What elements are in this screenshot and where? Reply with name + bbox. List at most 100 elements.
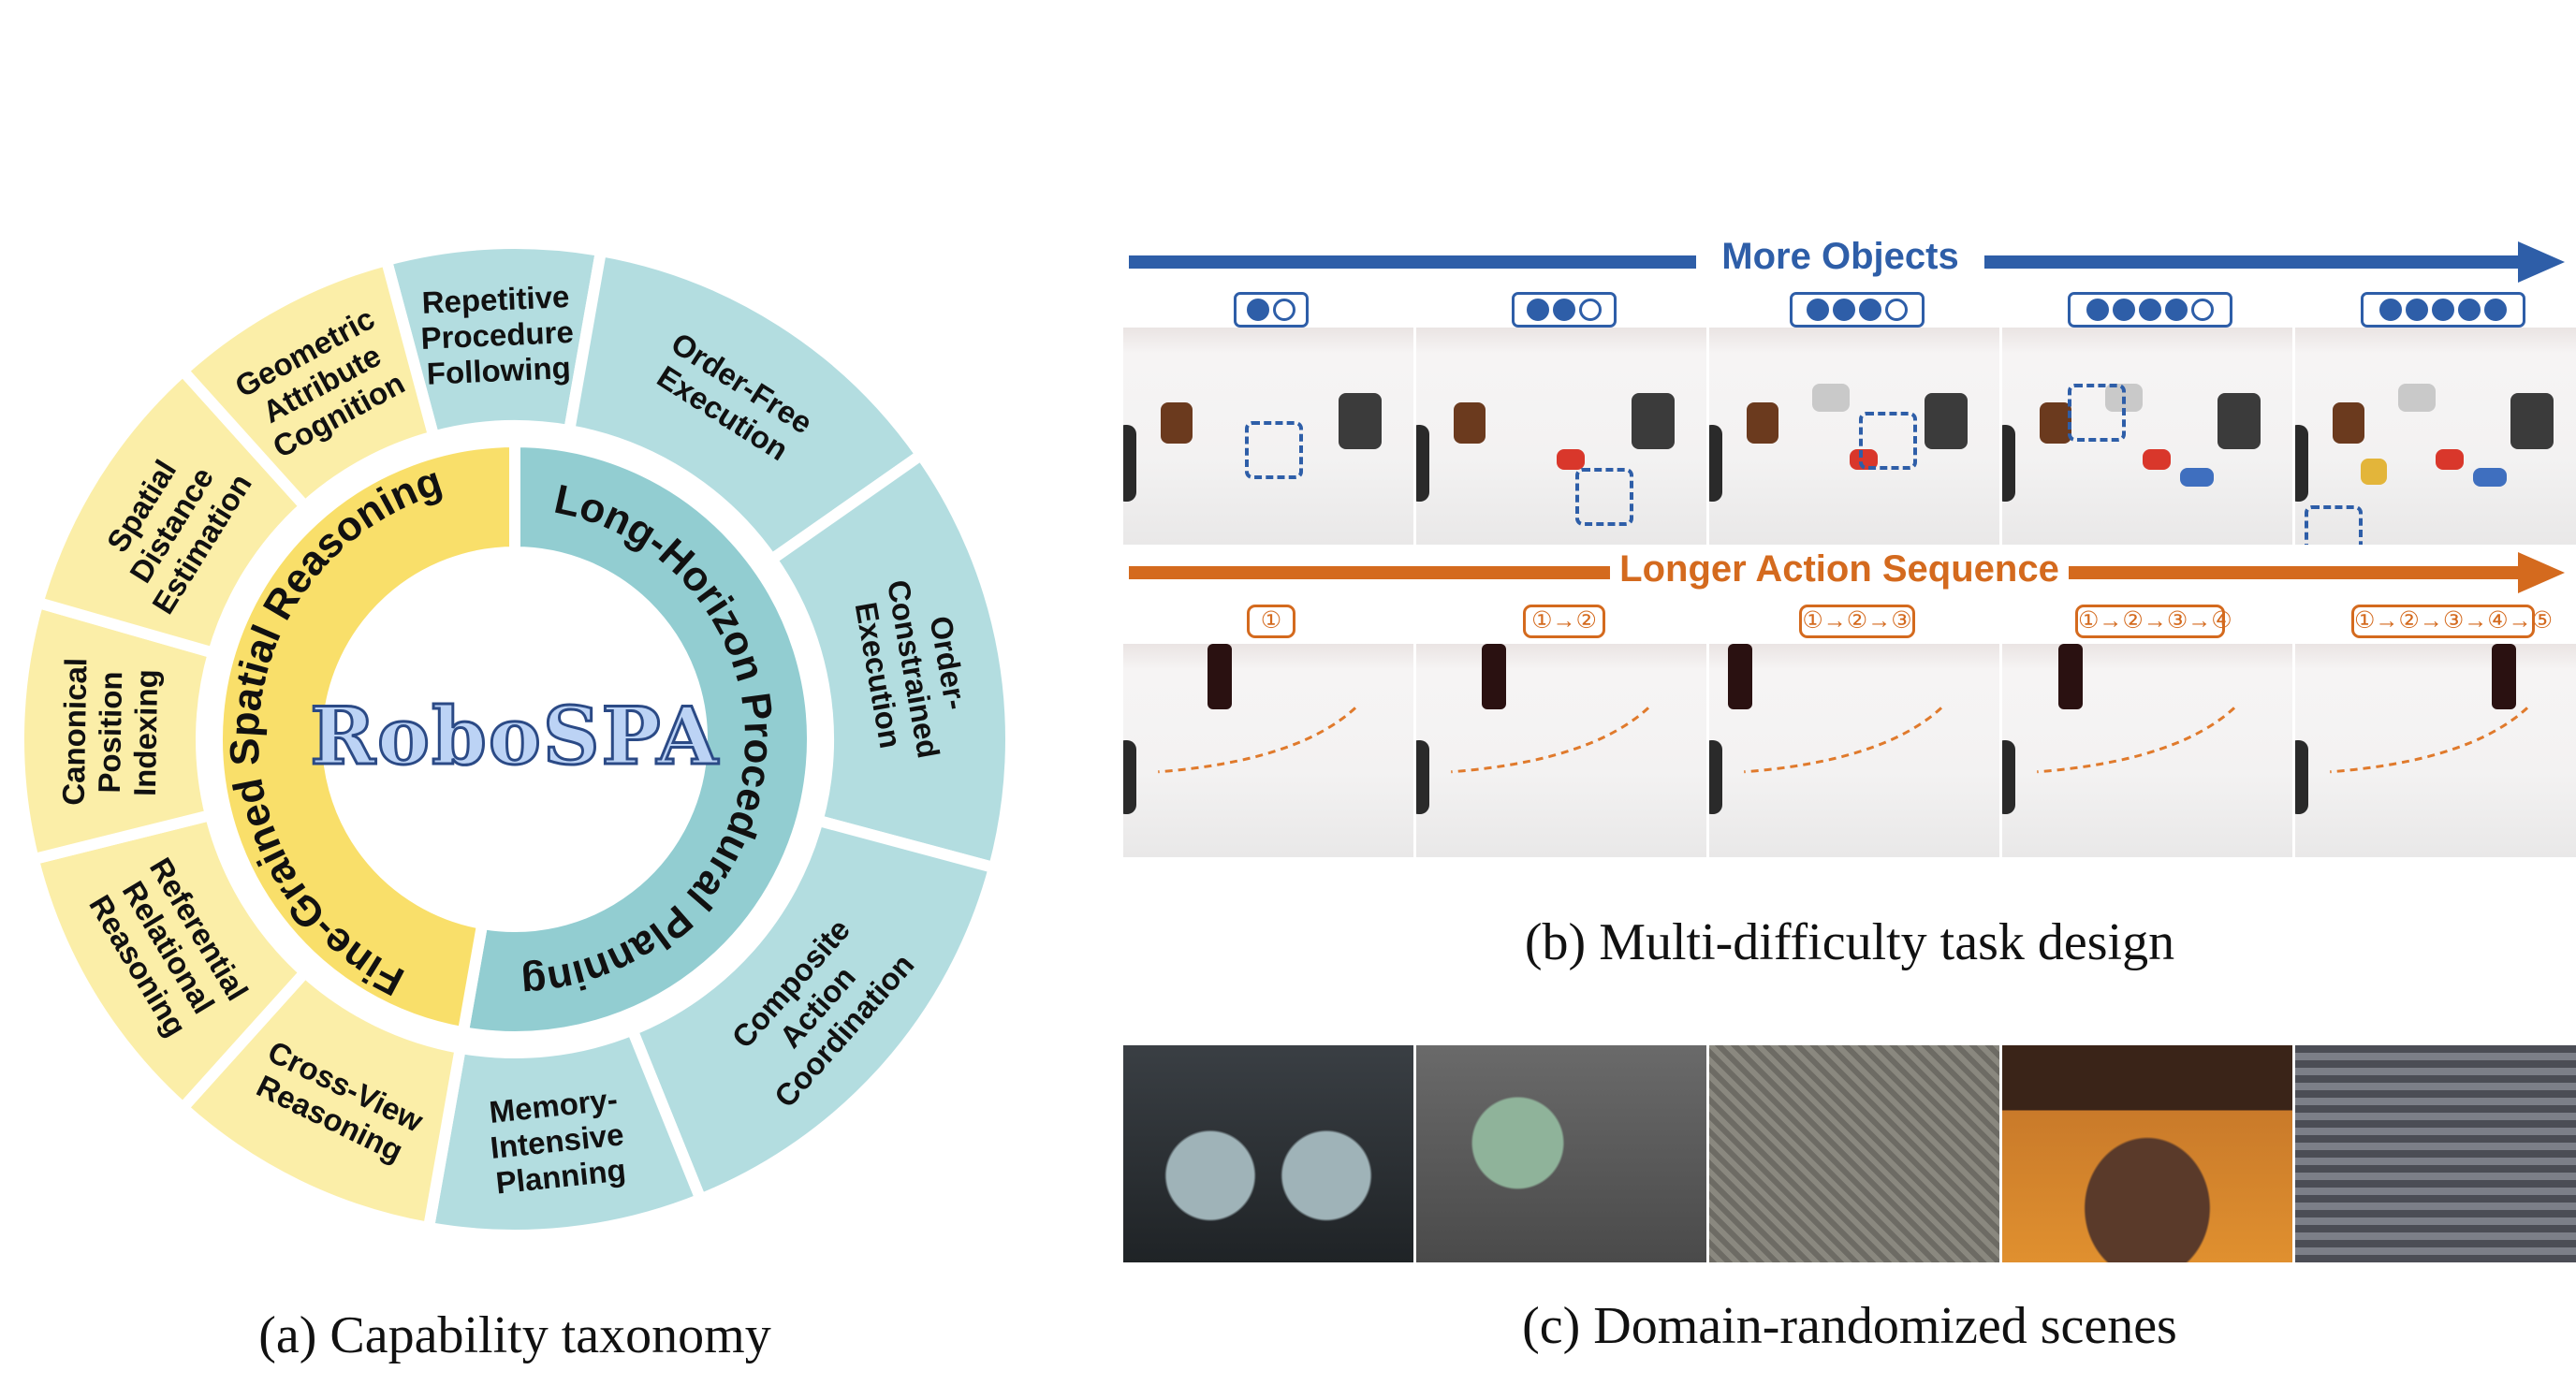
robot-arm-shadow — [1709, 425, 1722, 502]
more-objects-label: More Objects — [1721, 236, 1959, 277]
trajectory — [1744, 707, 1943, 774]
target-box — [2305, 505, 2363, 545]
filled-dot — [2086, 299, 2109, 321]
segment-label-line: Canonical — [56, 658, 94, 806]
filled-dot — [2165, 299, 2188, 321]
scene-object — [1339, 393, 1382, 449]
scene-object — [1557, 449, 1585, 470]
trajectory — [2037, 707, 2236, 774]
object-scene-image — [2002, 328, 2292, 545]
sequence-scene-image — [1123, 644, 1413, 857]
scene-object — [1161, 402, 1193, 444]
robot-arm-shadow — [1123, 739, 1136, 815]
trajectory — [2330, 707, 2529, 774]
sequence-scene-image — [1416, 644, 1706, 857]
scene-object — [2473, 468, 2507, 487]
object-indicator — [2361, 292, 2525, 328]
caption-b: (b) Multi-difficulty task design — [1524, 913, 2175, 971]
robot-arm-shadow — [2295, 739, 2308, 815]
object-indicator — [1790, 292, 1925, 328]
bottle — [2492, 644, 2516, 709]
robot-arm-shadow — [2295, 425, 2308, 502]
outer-segment-9 — [174, 253, 441, 515]
sequence-tag: ①→②→③→④→⑤ — [2351, 605, 2553, 638]
inner-ring-spatial — [211, 435, 520, 1040]
filled-dot — [1833, 299, 1855, 321]
more-objects-arrow — [1129, 241, 2565, 283]
target-box — [1245, 421, 1303, 479]
filled-dot — [2432, 299, 2454, 321]
segment-label-0: RepetitiveProcedureFollowing — [418, 279, 576, 391]
object-indicator — [1234, 292, 1309, 328]
sequence-tag: ①→② — [1523, 605, 1605, 638]
sequence-scene-image — [2002, 644, 2292, 857]
empty-dot — [1579, 299, 1602, 321]
bottle — [1728, 644, 1752, 709]
scene-object — [2040, 402, 2071, 444]
bottle — [1208, 644, 1232, 709]
filled-dot — [2379, 299, 2402, 321]
scene-object — [2510, 393, 2554, 449]
scene-object — [1812, 384, 1850, 412]
sequence-scene-image — [2295, 644, 2576, 857]
scene-object — [2361, 459, 2387, 485]
inner-ring-planning — [456, 435, 818, 1042]
scene-object — [1454, 402, 1486, 444]
robot-arm-shadow — [1416, 425, 1429, 502]
scene-object — [1850, 449, 1878, 470]
caption-a: (a) Capability taxonomy — [258, 1306, 771, 1364]
scene-object — [2333, 402, 2364, 444]
segment-label-line: Procedure — [420, 314, 575, 356]
outer-segment-2 — [764, 446, 1017, 875]
scene-object — [2398, 384, 2436, 412]
empty-dot — [1273, 299, 1295, 321]
randomized-scene-image — [2002, 1045, 2292, 1262]
bottle — [2058, 644, 2083, 709]
sequence-tag: ①→②→③→④ — [2075, 605, 2232, 638]
robot-arm-shadow — [1123, 425, 1136, 502]
object-indicator — [1512, 292, 1617, 328]
target-box — [2068, 384, 2126, 442]
longer-sequence-arrow — [1129, 552, 2565, 593]
filled-dot — [1859, 299, 1881, 321]
filled-dot — [2139, 299, 2161, 321]
filled-dot — [2406, 299, 2428, 321]
filled-dot — [1553, 299, 1575, 321]
object-scene-image — [2295, 328, 2576, 545]
sequence-tag: ① — [1247, 605, 1295, 638]
segment-label-line: Indexing — [127, 669, 164, 796]
segment-label-4: Memory-IntensivePlanning — [485, 1081, 629, 1200]
scene-object — [1632, 393, 1675, 449]
filled-dot — [2113, 299, 2135, 321]
segment-label-line: Following — [426, 350, 571, 391]
randomized-scene-image — [1416, 1045, 1706, 1262]
outer-segment-3 — [624, 813, 1002, 1207]
scene-object — [2143, 449, 2171, 470]
object-indicator — [2068, 292, 2232, 328]
robot-arm-shadow — [2002, 739, 2015, 815]
bottle — [1482, 644, 1506, 709]
empty-dot — [1885, 299, 1908, 321]
target-box — [1575, 468, 1633, 526]
filled-dot — [2458, 299, 2481, 321]
scene-object — [2217, 393, 2261, 449]
randomized-scene-image — [1709, 1045, 1999, 1262]
sequence-scene-image — [1709, 644, 1999, 857]
empty-dot — [2191, 299, 2214, 321]
object-scene-image — [1123, 328, 1413, 545]
caption-c: (c) Domain-randomized scenes — [1522, 1297, 2177, 1355]
sequence-tag: ①→②→③ — [1799, 605, 1915, 638]
robot-arm-shadow — [1416, 739, 1429, 815]
filled-dot — [2484, 299, 2507, 321]
scene-object — [1747, 402, 1778, 444]
panel-c: (c) Domain-randomized scenes — [1123, 1029, 2576, 1385]
scene-object — [2436, 449, 2464, 470]
segment-label-7: CanonicalPositionIndexing — [56, 658, 165, 808]
segment-label-line: Repetitive — [421, 279, 570, 320]
center-title: RoboSPA — [310, 690, 720, 782]
center-disc — [331, 556, 698, 923]
randomized-scene-image — [1123, 1045, 1413, 1262]
object-scene-image — [1709, 328, 1999, 545]
